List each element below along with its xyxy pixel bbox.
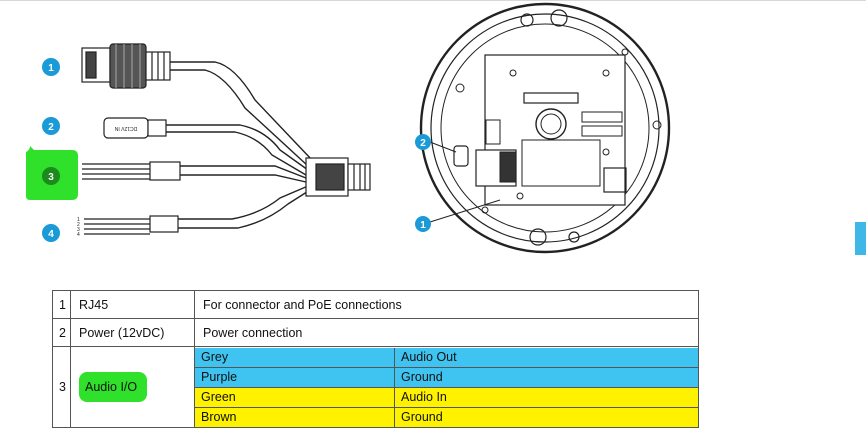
connector-description: Power connection [194, 318, 699, 347]
wire-color: Grey [195, 347, 395, 368]
wire-function: Audio In [394, 387, 698, 408]
wire-row: Purple Ground [195, 367, 698, 388]
audio-wire-table: Grey Audio Out Purple Ground Green Audio… [195, 347, 698, 427]
wire-color: Purple [195, 367, 395, 388]
callout-base-1: 1 [415, 216, 431, 232]
audio-tails-3 [82, 161, 181, 181]
wire-number-3: 3 [77, 227, 80, 233]
wire-color: Brown [195, 407, 395, 427]
table-row: 1 RJ45 For connector and PoE connections [52, 290, 699, 319]
connector-table: 1 RJ45 For connector and PoE connections… [52, 290, 699, 428]
wire-function: Audio Out [394, 347, 698, 368]
connector-description: For connector and PoE connections [194, 290, 699, 319]
audio-wires-cell: Grey Audio Out Purple Ground Green Audio… [194, 346, 699, 428]
table-row: 2 Power (12vDC) Power connection [52, 318, 699, 347]
connector-name-cell: Audio I/O [70, 346, 195, 428]
camera-base [419, 2, 671, 254]
dc-label: DC12V IN [114, 125, 137, 131]
wire-row: Brown Ground [195, 407, 698, 427]
dc-power-connector: DC12V IN [103, 117, 167, 139]
wiring-figure: DC12V IN 1 2 3 4 [26, 2, 671, 254]
cable-gland [305, 157, 371, 197]
wire-function: Ground [394, 367, 698, 388]
wire-row: Grey Audio Out [195, 347, 698, 368]
top-rule [0, 0, 866, 1]
wire-number-2: 2 [77, 222, 80, 228]
wire-color: Green [195, 387, 395, 408]
wire-function: Ground [401, 410, 443, 424]
callout-base-2: 2 [415, 134, 431, 150]
row-number: 2 [52, 318, 71, 347]
callout-2: 2 [42, 117, 60, 135]
cable-bundle [166, 61, 313, 229]
callout-1: 1 [42, 58, 60, 76]
callout-base-2-label: 2 [420, 138, 426, 149]
table-row: 3 Audio I/O Grey Audio Out Purple Ground… [52, 346, 699, 428]
rj45-connector [81, 43, 171, 89]
side-scroll-marker[interactable] [855, 222, 866, 255]
callout-3: 3 [42, 167, 60, 185]
callout-1-label: 1 [48, 63, 54, 74]
connector-name: RJ45 [70, 290, 195, 319]
callout-3-label: 3 [48, 172, 54, 183]
wire-number-4: 4 [77, 232, 80, 238]
row-number: 1 [52, 290, 71, 319]
connector-name: Power (12vDC) [70, 318, 195, 347]
callout-base-1-label: 1 [420, 220, 426, 231]
callout-2-label: 2 [48, 122, 54, 133]
wiring-diagram-svg: DC12V IN 1 2 3 4 [26, 2, 671, 254]
wire-row: Green Audio In [195, 387, 698, 408]
row-number: 3 [52, 346, 71, 428]
audio-io-label: Audio I/O [79, 372, 148, 402]
wire-number-1: 1 [77, 217, 80, 223]
leader-lines [429, 141, 501, 223]
callout-4-label: 4 [48, 229, 54, 240]
callout-4: 4 [42, 224, 60, 242]
tails-4: 1 2 3 4 [77, 215, 179, 238]
